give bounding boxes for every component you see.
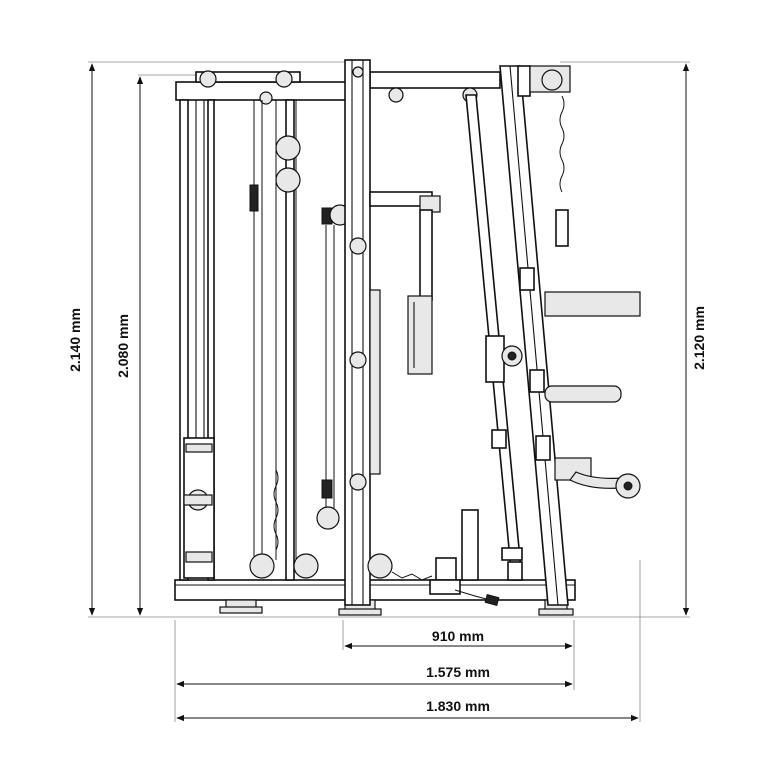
pulley-icon — [316, 506, 340, 530]
extension-lines — [88, 61, 690, 722]
dim-width-mid-label: 1.575 mm — [426, 664, 490, 680]
seat-pad — [369, 191, 441, 375]
base-frame — [174, 579, 576, 616]
dim-height-total: 2.140 mm — [67, 63, 96, 616]
dim-height-frame: 2.080 mm — [115, 76, 144, 616]
plate-post — [429, 509, 523, 607]
dim-width-total-label: 1.830 mm — [426, 698, 490, 714]
pulley-icon — [388, 87, 404, 103]
chain-icon — [391, 571, 433, 581]
dim-width-mid: 1.575 mm — [176, 664, 573, 688]
left-weight-stack — [179, 99, 215, 581]
pulley-icon — [275, 70, 293, 88]
dim-height-rack: 2.120 mm — [682, 63, 707, 616]
machine-drawing — [174, 59, 641, 616]
chain-icon — [559, 95, 565, 193]
dim-height-rack-label: 2.120 mm — [691, 306, 707, 370]
dim-height-frame-label: 2.080 mm — [115, 314, 131, 378]
pulley-icon — [249, 553, 275, 579]
dim-width-total: 1.830 mm — [176, 698, 639, 722]
pulley-icon — [367, 553, 393, 579]
pulley-icon — [293, 553, 319, 579]
dim-width-rack-label: 910 mm — [432, 628, 484, 644]
cable-column — [249, 99, 319, 581]
cable-column-2 — [316, 204, 351, 530]
chain-icon — [273, 469, 279, 551]
dim-width-rack: 910 mm — [344, 628, 573, 650]
pulley-icon — [259, 91, 273, 105]
center-upright — [344, 59, 433, 606]
right-rack — [465, 65, 641, 606]
pulley-icon — [275, 135, 301, 161]
pulley-icon — [275, 167, 301, 193]
top-frame — [175, 70, 501, 105]
pulley-icon — [199, 70, 217, 88]
dim-height-total-label: 2.140 mm — [67, 308, 83, 372]
